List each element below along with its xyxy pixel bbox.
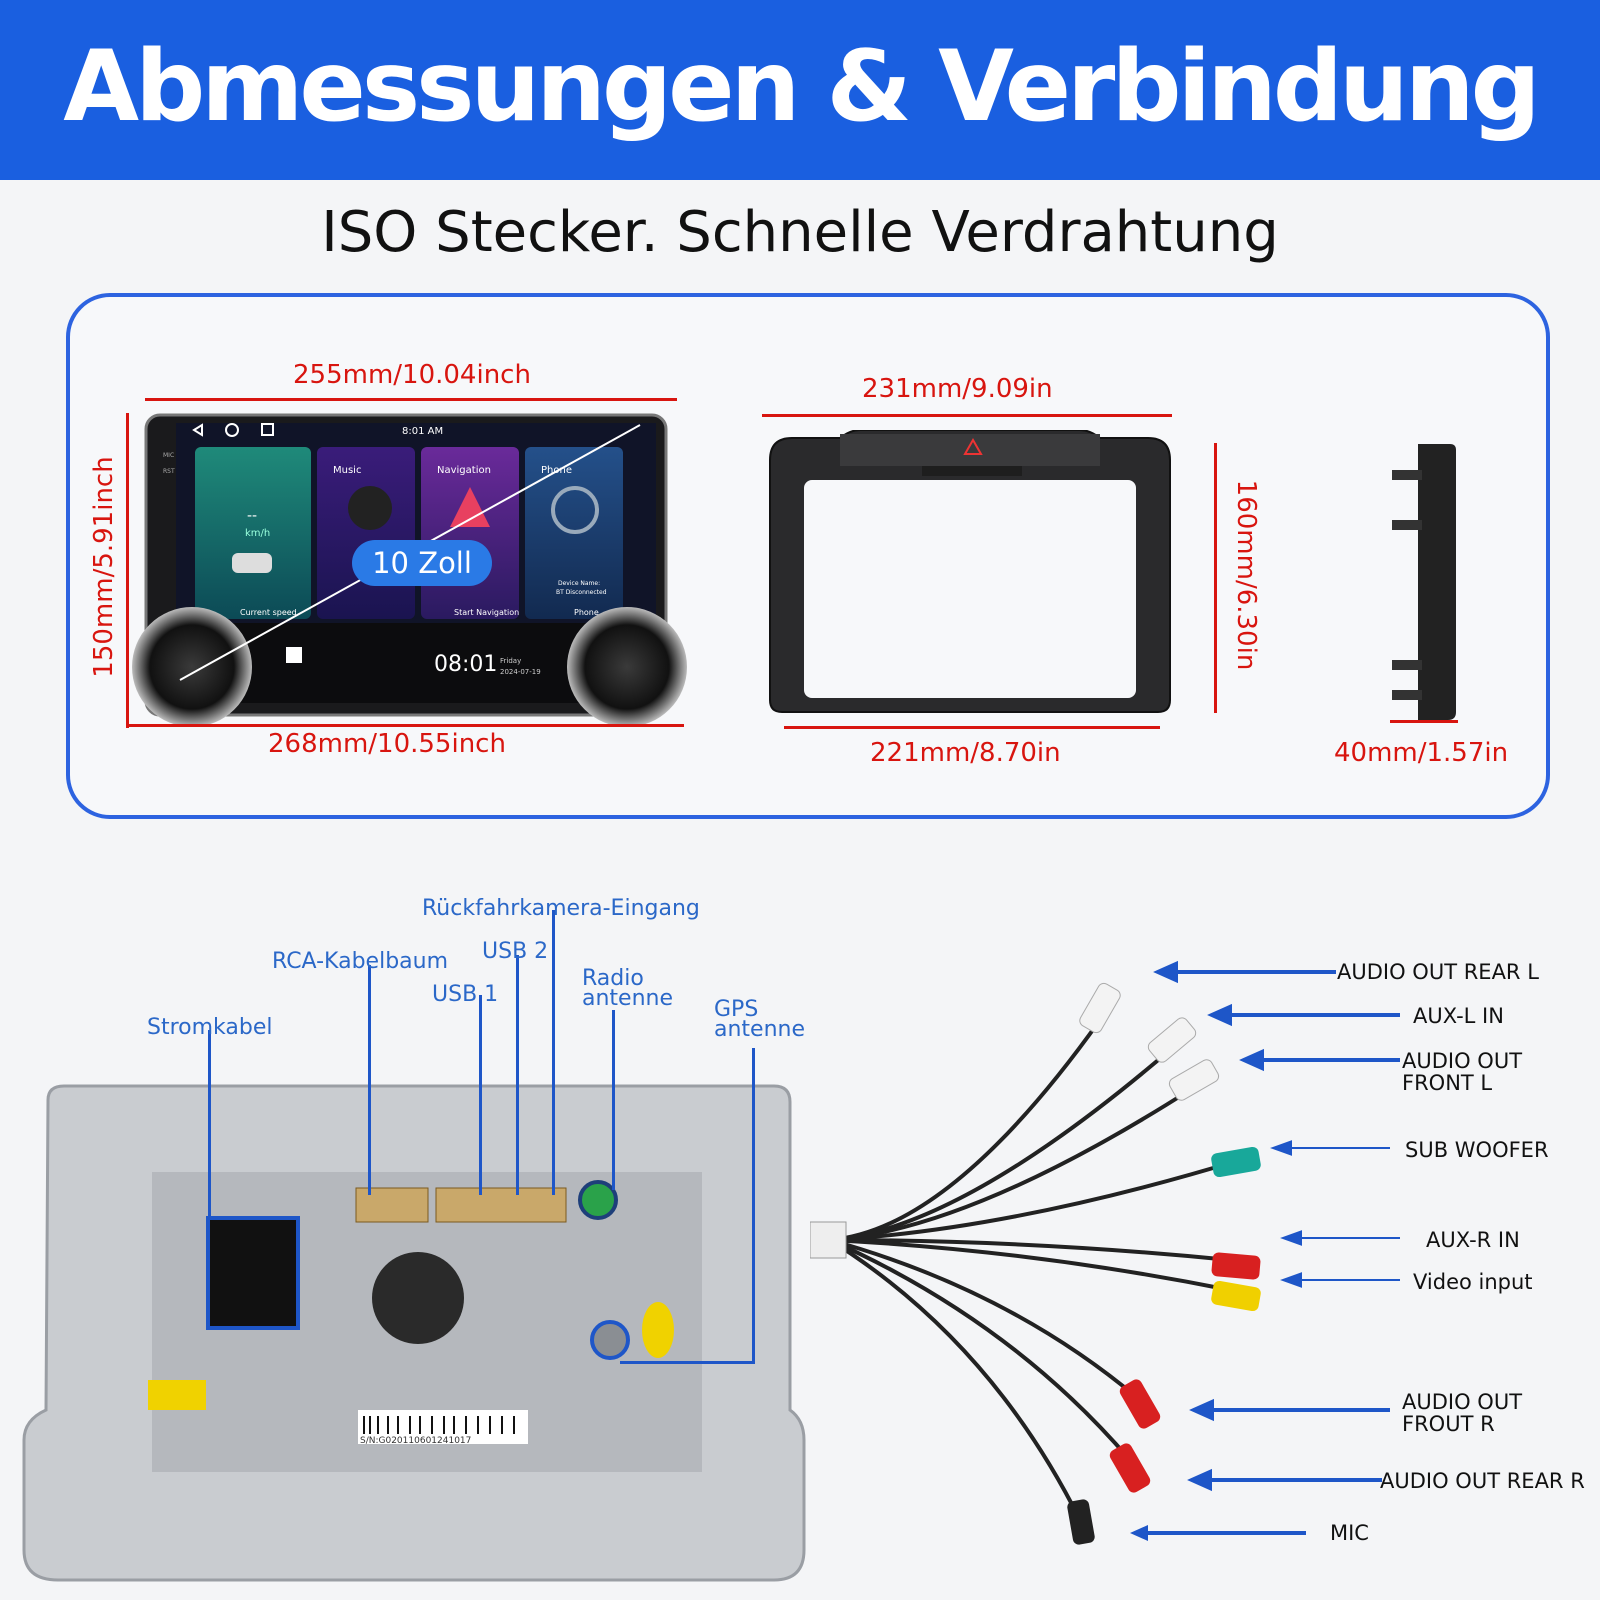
screen-height: 150mm/5.91inch: [89, 456, 119, 678]
wire-mic: MIC: [1330, 1521, 1369, 1545]
tile-phone-label: Phone: [541, 465, 572, 476]
status-time: 8:01 AM: [402, 426, 444, 437]
wire-audio-out-front-l-1: AUDIO OUT: [1402, 1049, 1523, 1073]
wire-video-input: Video input: [1413, 1270, 1533, 1294]
label-rca: RCA-Kabelbaum: [272, 949, 449, 974]
bt-status-label: BT Disconnected: [556, 589, 607, 596]
serial-number: S/N:G02011060124101​7: [360, 1436, 472, 1446]
frame-height-line: [1214, 443, 1217, 713]
wire-audio-out-front-r-1: AUDIO OUT: [1402, 1390, 1523, 1414]
gps-callout-line-vertical: [752, 1048, 755, 1364]
frame-width-top: 231mm/9.09in: [862, 374, 1053, 404]
depth-line: [1390, 720, 1458, 723]
wire-audio-out-front-l-2: FRONT L: [1402, 1071, 1493, 1095]
mounting-frame-image: [769, 430, 1171, 713]
header-banner: Abmessungen & Verbindung: [0, 0, 1600, 180]
rca-callout-line: [368, 965, 371, 1195]
mic-side-label: MIC: [163, 452, 175, 459]
speed-unit: km/h: [245, 528, 271, 539]
screen-clock: 08:01: [434, 652, 498, 677]
head-unit-back-image: [22, 1084, 806, 1582]
phone-bottom-label: Phone: [574, 608, 599, 617]
page-title: Abmessungen & Verbindung: [63, 30, 1540, 144]
label-usb1: USB 1: [432, 982, 499, 1007]
screen-width-bottom: 268mm/10.55inch: [268, 729, 506, 759]
frame-width-bottom: 221mm/8.70in: [870, 738, 1061, 768]
label-usb2: USB 2: [482, 939, 549, 964]
radio-callout-line: [612, 1010, 615, 1190]
label-rear-camera: Rückfahrkamera-Eingang: [422, 896, 700, 921]
width-bottom-line: [128, 724, 684, 727]
screen-width-top: 255mm/10.04inch: [293, 360, 531, 390]
page-subtitle: ISO Stecker. Schnelle Verdrahtung: [321, 200, 1279, 265]
wire-sub-woofer: SUB WOOFER: [1405, 1138, 1549, 1162]
current-speed-label: Current speed: [240, 608, 297, 617]
wire-aux-l-in: AUX-L IN: [1413, 1004, 1504, 1028]
usb1-callout-line: [479, 995, 482, 1195]
label-power: Stromkabel: [147, 1015, 273, 1040]
width-top-line: [145, 398, 677, 401]
frame-width-top-line: [762, 414, 1172, 417]
rst-side-label: RST: [163, 468, 175, 475]
frame-height: 160mm/6.30in: [1231, 479, 1261, 671]
gps-callout-line-horizontal: [620, 1361, 755, 1364]
usb2-callout-line: [516, 955, 519, 1195]
depth-dimension: 40mm/1.57in: [1334, 738, 1509, 768]
frame-width-bottom-line: [784, 726, 1160, 729]
wire-arrows: [1153, 960, 1400, 1492]
wire-audio-out-rear-r: AUDIO OUT REAR R: [1380, 1469, 1585, 1493]
power-callout-line: [208, 1030, 211, 1220]
screen-date: 2024-07-19: [500, 668, 541, 676]
label-radio-1: Radio: [582, 966, 644, 991]
height-line: [126, 413, 129, 728]
tile-navigation-label: Navigation: [437, 465, 491, 476]
screen-day: Friday: [500, 657, 522, 665]
wire-audio-out-rear-l: AUDIO OUT REAR L: [1337, 960, 1539, 984]
tile-music-label: Music: [333, 465, 362, 476]
speed-value: --: [247, 508, 258, 524]
label-gps-2: antenne: [714, 1017, 806, 1042]
wire-aux-r-in: AUX-R IN: [1426, 1228, 1520, 1252]
label-radio-2: antenne: [582, 986, 674, 1011]
side-profile-image: [1392, 444, 1456, 720]
start-navigation-label: Start Navigation: [454, 608, 520, 617]
wire-audio-out-front-r-2: FROUT R: [1402, 1412, 1495, 1436]
label-gps-1: GPS: [714, 997, 759, 1022]
rear-camera-callout-line: [552, 910, 555, 1195]
screen-size-badge: 10 Zoll: [352, 540, 492, 586]
mic-arrow: [1130, 1525, 1306, 1541]
rca-harness-image: [810, 982, 1261, 1545]
device-name-label: Device Name:: [558, 580, 601, 587]
